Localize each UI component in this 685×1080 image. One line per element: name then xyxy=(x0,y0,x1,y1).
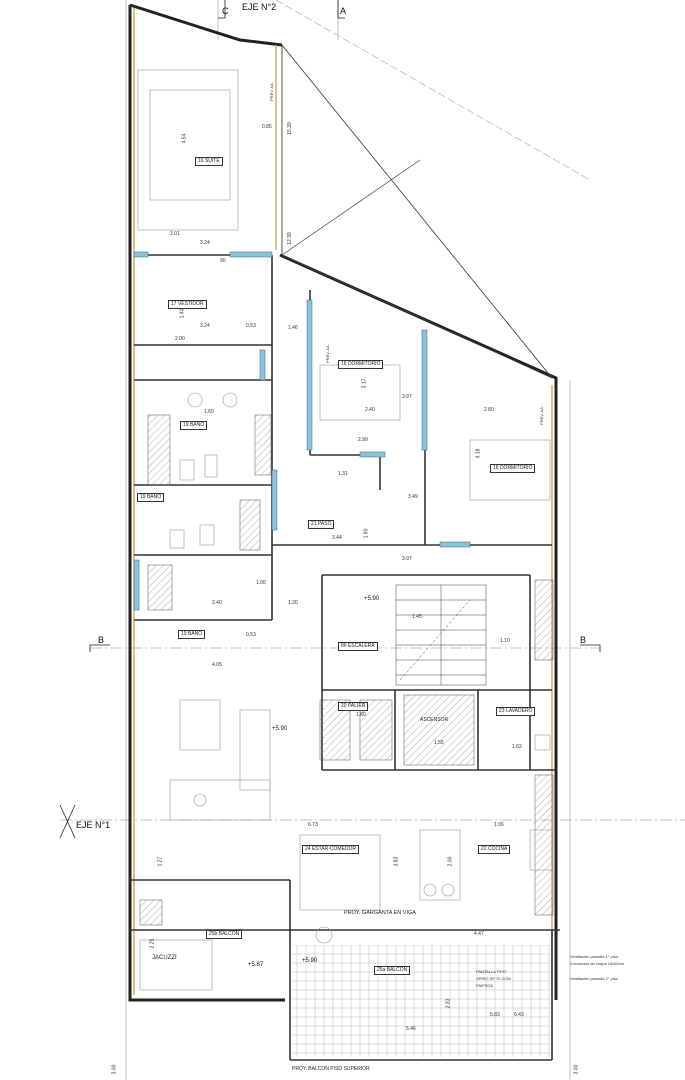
dim: 2.80 xyxy=(484,407,494,413)
room-cocina: 22 COCINA xyxy=(478,845,511,854)
dim: 1.60 xyxy=(356,712,366,718)
room-bano-3: 19 BAÑO xyxy=(178,630,206,639)
room-balcon-b: 25b BALCON xyxy=(206,930,243,939)
note-garganta: PROY. GARGANTA EN VIGA xyxy=(344,910,416,916)
dim: 3.97 xyxy=(402,394,412,400)
room-vestidor: 17 VESTIDOR xyxy=(168,300,207,309)
interior-walls xyxy=(130,254,560,1061)
dim: 4.18 xyxy=(475,448,482,459)
dim: 2.40 xyxy=(365,407,375,413)
dim: 1.62 xyxy=(512,744,522,750)
level-estar: +5.90 xyxy=(272,726,288,732)
dim: 2.00 xyxy=(447,856,454,867)
room-bano-1: 19 BAÑO xyxy=(180,421,208,430)
dim: 3.00 xyxy=(573,1064,580,1075)
dim: 3.83 xyxy=(393,856,400,867)
dim: 1.31 xyxy=(338,471,348,477)
dim: 3.24 xyxy=(200,240,210,246)
dim: 90 xyxy=(220,258,226,264)
patio-void xyxy=(281,44,553,379)
dim: 1.46 xyxy=(288,325,298,331)
dim: 0.85 xyxy=(262,124,272,130)
room-jacuzzi: JACUZZI xyxy=(152,955,177,961)
level-balcon: +5.90 xyxy=(302,958,318,964)
dim: 3.97 xyxy=(402,556,412,562)
note-ventilacion-2: Ventilación pantalla 2° piso xyxy=(570,976,618,981)
dim: 1.20 xyxy=(288,600,298,606)
dim: 1.27 xyxy=(157,856,164,867)
dim: 3.00 xyxy=(111,1064,118,1075)
dim: 4.47 xyxy=(474,931,484,937)
dim: 1.10 xyxy=(500,638,510,644)
dim: 2.40 xyxy=(212,600,222,606)
dim: 3.01 xyxy=(170,231,180,237)
dim: 0.53 xyxy=(246,632,256,638)
dim: 1.90 xyxy=(363,528,370,539)
axis-eje1: EJE N°1 xyxy=(76,820,111,830)
dim: 15.39 xyxy=(286,122,293,135)
section-c: C xyxy=(222,6,229,16)
note-prev-aa-1: PREV. AA. xyxy=(268,82,274,101)
dim: 1.06 xyxy=(494,822,504,828)
dim: 5.83 xyxy=(490,1012,500,1018)
room-estar-comedor: 24 ESTAR-COMEDOR xyxy=(302,845,360,854)
dim: 12.99 xyxy=(286,232,293,245)
room-ascensor: ASCENSOR xyxy=(420,717,449,723)
dim: 1.45 xyxy=(412,614,422,620)
dim: 1.40 xyxy=(179,308,186,319)
room-bano-2: 19 BAÑO xyxy=(137,493,165,502)
section-a: A xyxy=(340,6,347,16)
level-escalera: +5.90 xyxy=(364,596,380,602)
room-escalera: 86 ESCALERA xyxy=(338,642,378,651)
balcony-floor xyxy=(292,945,550,1057)
dim: 1.06 xyxy=(256,580,266,586)
dim: 2.25 xyxy=(149,938,156,949)
dim: 4.05 xyxy=(212,662,222,668)
dim: 4.54 xyxy=(181,133,188,144)
dim: 2.99 xyxy=(358,437,368,443)
level-balcon-2: +5.87 xyxy=(248,962,264,968)
room-balcon-a: 25a BALCON xyxy=(374,966,411,975)
note-pantalla: PANTALLA TIPO SPIRO SP 70 COM PARTIDA xyxy=(476,969,511,988)
dim: 6.43 xyxy=(514,1012,524,1018)
note-prev-aa-3: PREV. AA. xyxy=(538,406,544,425)
section-b-right: B xyxy=(580,635,587,645)
dim: 3.44 xyxy=(332,535,342,541)
dim: 3.24 xyxy=(200,323,210,329)
dim: 1.55 xyxy=(434,740,444,746)
dim: 1.60 xyxy=(204,409,214,415)
room-paso: 21 PASO xyxy=(308,520,335,529)
furniture xyxy=(137,69,553,991)
room-lavadero: 23 LAVADERO xyxy=(496,707,536,716)
dim: 3.17 xyxy=(361,378,368,389)
dim: 0.53 xyxy=(246,323,256,329)
dim: 6.73 xyxy=(308,822,318,828)
dim: 5.46 xyxy=(406,1026,416,1032)
room-dormitorio-1: 18 DORMITORIO xyxy=(338,360,384,369)
dim: 2.33 xyxy=(445,998,452,1009)
note-ventilacion-1: Ventilación pantalla 1° piso. Conductos … xyxy=(570,954,625,966)
room-suite: 16 SUITE xyxy=(195,157,223,166)
dim: 2.00 xyxy=(175,336,185,342)
section-b-left: B xyxy=(98,635,105,645)
axis-eje2: EJE N°2 xyxy=(242,2,277,12)
wet-areas xyxy=(139,414,554,926)
section-markers xyxy=(59,0,601,839)
room-dormitorio-2: 18 DORMITORIO xyxy=(490,464,536,473)
dim: 3.49 xyxy=(408,494,418,500)
room-palier: 20 PALIER xyxy=(338,702,369,711)
wall-infill xyxy=(133,251,471,611)
note-balcon-superior: PROY. BALCON PISO SUPERIOR xyxy=(292,1066,370,1072)
stair xyxy=(395,584,487,686)
note-prev-aa-2: PREV. AA. xyxy=(324,344,330,363)
